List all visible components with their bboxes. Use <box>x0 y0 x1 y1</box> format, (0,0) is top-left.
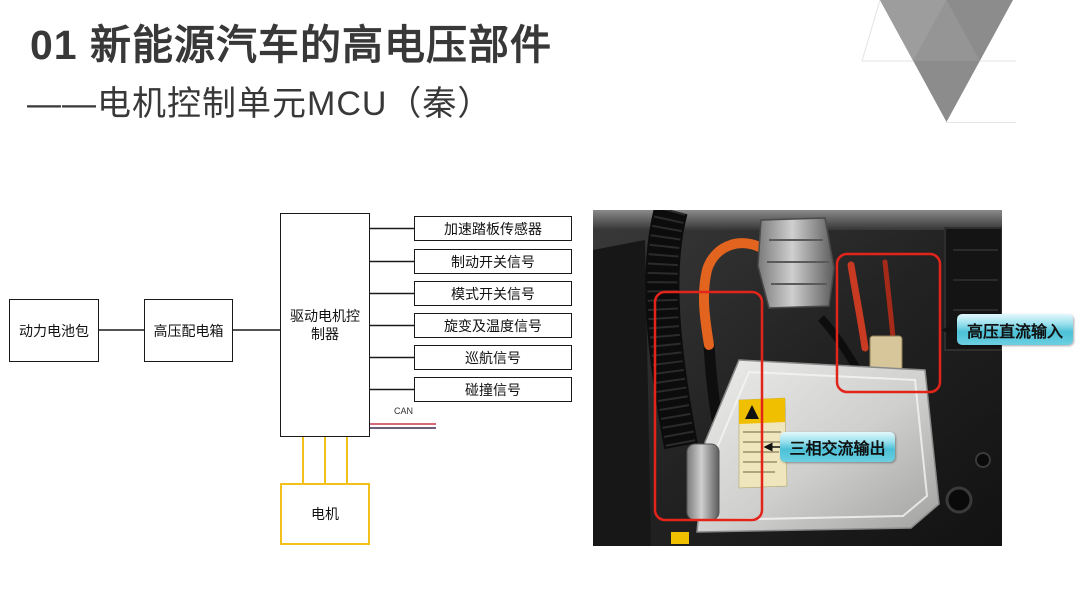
signal-label: 巡航信号 <box>465 349 521 366</box>
hv-distribution-label: 高压配电箱 <box>153 322 224 339</box>
engine-bay-photo <box>593 210 1002 546</box>
small-warning-sticker <box>671 532 689 544</box>
motor-box: 电机 <box>280 483 370 545</box>
callout-ac-output: 三相交流输出 <box>780 432 895 462</box>
mount-bolt <box>975 452 991 468</box>
motor-controller-label: 驱动电机控制器 <box>290 308 360 342</box>
ac-output-connector <box>686 443 720 521</box>
callout-dc-input: 高压直流输入 <box>957 314 1073 345</box>
signal-box-collision: 碰撞信号 <box>414 377 572 402</box>
slide-subtitle: ——电机控制单元MCU（秦） <box>27 85 493 123</box>
callout-dc-input-label: 高压直流输入 <box>966 323 1063 341</box>
decoration-triangle-facet-center <box>913 0 980 61</box>
signal-label: 碰撞信号 <box>465 381 521 398</box>
signal-box-accelerator-pedal-sensor: 加速踏板传感器 <box>414 216 572 241</box>
callout-ac-output-label: 三相交流输出 <box>789 441 886 458</box>
fuse-box-detail <box>953 249 998 311</box>
signal-box-resolver-temperature: 旋变及温度信号 <box>414 313 572 338</box>
signal-box-brake-switch: 制动开关信号 <box>414 249 572 274</box>
slide-title: 01 新能源汽车的高电压部件 <box>30 22 552 68</box>
signal-label: 加速踏板传感器 <box>444 220 542 237</box>
signal-label: 制动开关信号 <box>451 253 535 270</box>
mount-bolt <box>945 486 973 514</box>
corner-triangle-decoration <box>861 0 1016 123</box>
motor-label: 电机 <box>311 506 339 522</box>
signal-box-mode-switch: 模式开关信号 <box>414 281 572 306</box>
hv-distribution-box: 高压配电箱 <box>144 299 233 362</box>
red-hv-cable-positive <box>847 261 869 352</box>
engine-bay-illustration <box>593 210 1002 546</box>
red-hv-cable-negative <box>882 259 896 341</box>
signal-label: 旋变及温度信号 <box>444 317 542 334</box>
dc-input-highlight-frame <box>835 252 942 394</box>
left-bracket <box>593 240 651 546</box>
signal-label: 模式开关信号 <box>451 285 535 302</box>
ac-output-highlight-frame <box>653 290 764 522</box>
signal-box-cruise: 巡航信号 <box>414 345 572 370</box>
battery-pack-box: 动力电池包 <box>9 299 99 362</box>
orange-hv-cable <box>698 238 770 350</box>
silver-component-detail <box>767 239 829 285</box>
dc-input-connector <box>869 335 903 371</box>
warning-triangle-icon <box>745 405 759 419</box>
battery-pack-label: 动力电池包 <box>19 322 89 339</box>
can-bus-label: CAN <box>394 406 414 416</box>
motor-controller-box: 驱动电机控制器 <box>280 213 370 437</box>
decoration-triangle-facet-left <box>880 0 947 61</box>
intake-hose <box>645 210 698 450</box>
